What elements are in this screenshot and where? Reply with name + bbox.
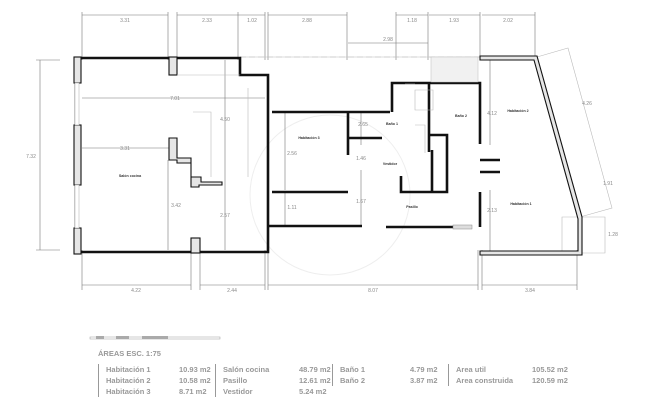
- room-label-habitacion-3: Habitación 3: [298, 136, 319, 140]
- dim-label: 2.57: [220, 213, 230, 219]
- area-label: Baño 1: [340, 365, 366, 374]
- dim-label: 3.31: [120, 18, 130, 24]
- area-value: 105.52 m2: [532, 365, 568, 374]
- areas-column-bathrooms: Baño 1 4.79 m2 Baño 2 3.87 m2: [332, 364, 438, 386]
- area-label: Salón cocina: [223, 365, 270, 374]
- room-label-salon-cocina: Salón cocina: [119, 174, 142, 178]
- room-label-pasillo: Pasillo: [406, 205, 418, 209]
- dim-label: 3.31: [120, 146, 130, 152]
- dim-label: 3.84: [525, 288, 535, 294]
- dim-label: 1.91: [603, 181, 613, 187]
- area-value: 48.79 m2: [299, 365, 331, 374]
- room-label-bano-1: Baño 1: [386, 122, 398, 126]
- terrace-tiles: [430, 56, 479, 83]
- dim-label: 1.28: [608, 232, 618, 238]
- dim-label: 4.22: [131, 288, 141, 294]
- area-label: Habitación 1: [106, 365, 151, 374]
- dim-label: 4.12: [487, 111, 497, 117]
- dim-label: 7.32: [26, 154, 36, 160]
- room-label-bano-2: Baño 2: [455, 114, 467, 118]
- area-value: 120.59 m2: [532, 376, 568, 385]
- area-value: 4.79 m2: [410, 365, 438, 374]
- walls: [73, 55, 583, 256]
- dim-label: 1.46: [356, 156, 366, 162]
- dim-label: 3.42: [171, 203, 181, 209]
- areas-title: ÁREAS ESC. 1:75: [98, 349, 161, 358]
- dim-label: 2.65: [358, 122, 368, 128]
- dim-label: 2.98: [383, 37, 393, 43]
- dim-label: 4.50: [220, 117, 230, 123]
- dim-label: 7.01: [170, 96, 180, 102]
- area-label: Vestidor: [223, 387, 253, 396]
- dim-label: 8.07: [368, 288, 378, 294]
- areas-column-common: Salón cocina 48.79 m2 Pasillo 12.61 m2 Ves…: [215, 364, 331, 397]
- area-value: 10.58 m2: [179, 376, 211, 385]
- area-value: 12.61 m2: [299, 376, 331, 385]
- area-value: 8.71 m2: [179, 387, 207, 396]
- room-label-vestidor: Vestidor: [383, 162, 398, 166]
- area-value: 10.93 m2: [179, 365, 211, 374]
- dim-label: 2.88: [302, 18, 312, 24]
- area-label: Habitación 2: [106, 376, 151, 385]
- area-label: Habitación 3: [106, 387, 151, 396]
- watermark-logo: [249, 114, 411, 276]
- room-label-habitacion-2: Habitación 2: [507, 109, 528, 113]
- area-label: Baño 2: [340, 376, 366, 385]
- scale-bar: [89, 336, 221, 340]
- dim-label: 4.26: [582, 101, 592, 107]
- dim-label: 1.18: [407, 18, 417, 24]
- area-label: Pasillo: [223, 376, 248, 385]
- dim-label: 2.13: [487, 208, 497, 214]
- area-label: Area construida: [456, 376, 514, 385]
- area-value: 3.87 m2: [410, 376, 438, 385]
- area-value: 5.24 m2: [299, 387, 327, 396]
- dim-label: 2.44: [227, 288, 237, 294]
- dim-label: 1.02: [247, 18, 257, 24]
- areas-column-bedrooms: Habitación 1 10.93 m2 Habitación 2 10.58 m…: [98, 364, 211, 397]
- dim-label: 2.33: [202, 18, 212, 24]
- dim-label: 2.56: [287, 151, 297, 157]
- dim-label: 1.67: [356, 199, 366, 205]
- dim-label: 1.93: [449, 18, 459, 24]
- dim-label: 2.02: [503, 18, 513, 24]
- areas-column-totals: Area util 105.52 m2 Area construida 120.59…: [448, 364, 568, 386]
- room-label-habitacion-1: Habitación 1: [510, 202, 531, 206]
- area-label: Area util: [456, 365, 487, 374]
- dim-label: 1.11: [287, 205, 297, 211]
